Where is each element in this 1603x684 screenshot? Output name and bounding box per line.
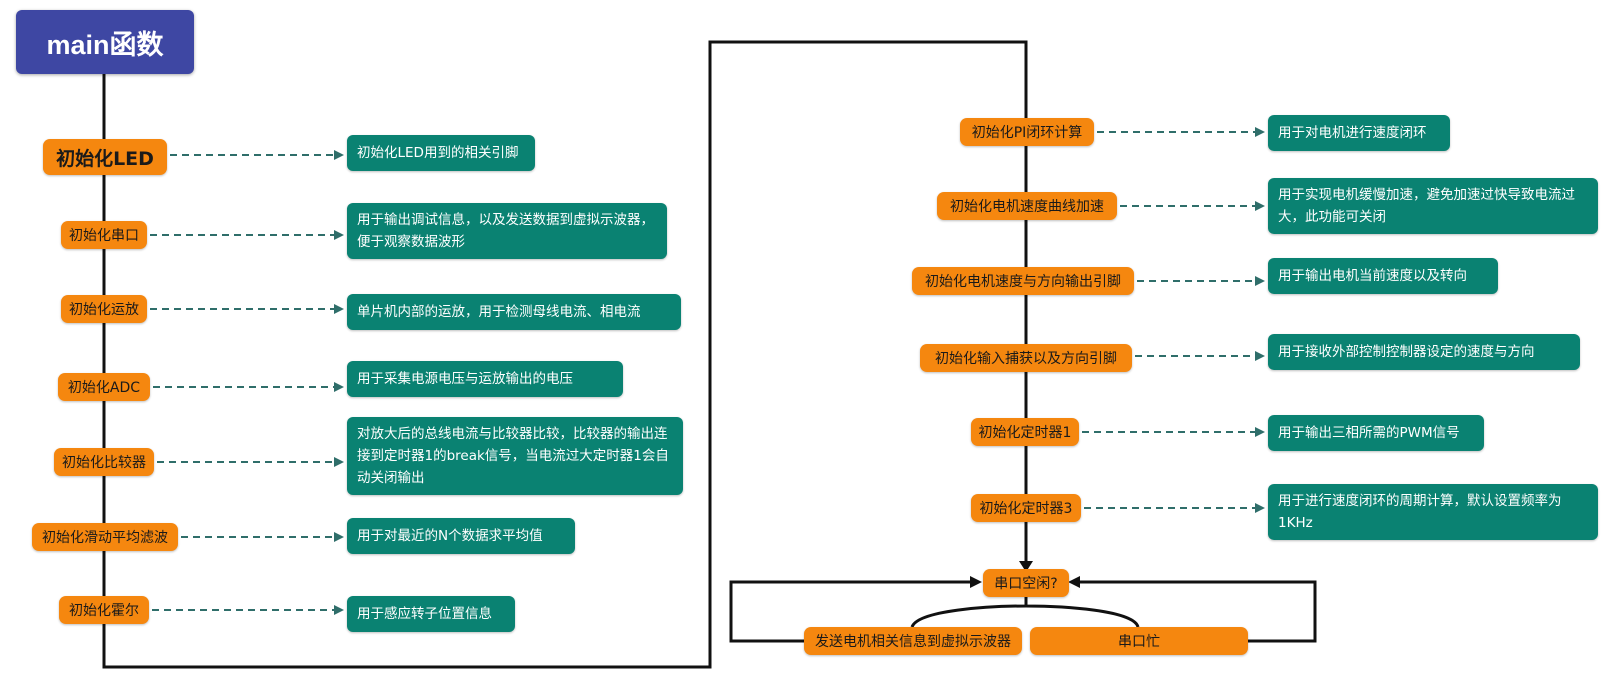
note-init-uart: 用于输出调试信息，以及发送数据到虚拟示波器，便于观察数据波形 <box>347 203 667 259</box>
step-init-input-capture: 初始化输入捕获以及方向引脚 <box>920 344 1132 372</box>
step-init-adc: 初始化ADC <box>58 373 150 401</box>
note-init-comparator: 对放大后的总线电流与比较器比较，比较器的输出连接到定时器1的break信号，当电… <box>347 417 683 495</box>
connector-arrowhead-right-input-capture <box>1255 351 1265 361</box>
connector-arrowhead-left-hall <box>334 605 344 615</box>
note-init-opamp: 单片机内部的运放，用于检测母线电流、相电流 <box>347 294 681 330</box>
connector-arrowhead-right-timer1 <box>1255 427 1265 437</box>
busy-loop-path <box>1077 580 1317 643</box>
step-init-opamp: 初始化运放 <box>61 295 147 323</box>
step-init-hall: 初始化霍尔 <box>59 596 149 624</box>
note-init-timer3: 用于进行速度闭环的周期计算，默认设置频率为1KHz <box>1268 484 1598 540</box>
connector-arrowhead-left-opamp <box>334 304 344 314</box>
note-init-speed-curve: 用于实现电机缓慢加速，避免加速过快导致电流过大，此功能可关闭 <box>1268 178 1598 234</box>
connector-arrowhead-left-filter <box>334 532 344 542</box>
send-loop-path <box>729 580 973 643</box>
connector-arrowhead-right-speed-curve <box>1255 201 1265 211</box>
note-init-led: 初始化LED用到的相关引脚 <box>347 135 535 171</box>
step-init-pi-loop: 初始化PI闭环计算 <box>960 118 1094 146</box>
note-init-hall: 用于感应转子位置信息 <box>347 596 515 632</box>
send-loop-arrow <box>970 576 982 588</box>
step-init-timer1: 初始化定时器1 <box>971 418 1079 446</box>
step-send-to-oscilloscope: 发送电机相关信息到虚拟示波器 <box>804 627 1022 655</box>
decision-split-path <box>910 597 1140 628</box>
connector-arrowhead-right-speed-direction <box>1255 276 1265 286</box>
note-init-timer1: 用于输出三相所需的PWM信号 <box>1268 415 1484 451</box>
busy-loop-arrow <box>1068 576 1080 588</box>
step-init-led: 初始化LED <box>43 139 167 175</box>
step-init-uart: 初始化串口 <box>61 221 147 249</box>
flow-arrow-into-decision <box>1019 561 1033 572</box>
connector-arrowhead-left-led <box>334 150 344 160</box>
note-init-adc: 用于采集电源电压与运放输出的电压 <box>347 361 623 397</box>
note-init-speed-direction-output: 用于输出电机当前速度以及转向 <box>1268 258 1498 294</box>
step-uart-busy: 串口忙 <box>1030 627 1248 655</box>
decision-uart-idle: 串口空闲? <box>983 569 1069 597</box>
note-init-input-capture: 用于接收外部控制控制器设定的速度与方向 <box>1268 334 1580 370</box>
connector-arrowhead-right-timer3 <box>1255 503 1265 513</box>
note-init-pi-loop: 用于对电机进行速度闭环 <box>1268 115 1450 151</box>
connector-arrowhead-right-pi <box>1255 127 1265 137</box>
connector-arrowhead-left-comparator <box>334 457 344 467</box>
note-init-moving-average-filter: 用于对最近的N个数据求平均值 <box>347 518 575 554</box>
step-init-speed-direction-output: 初始化电机速度与方向输出引脚 <box>912 267 1134 295</box>
connector-arrowhead-left-adc <box>334 382 344 392</box>
main-function-title: main函数 <box>16 10 194 74</box>
connector-arrowhead-left-uart <box>334 230 344 240</box>
step-init-comparator: 初始化比较器 <box>54 448 154 476</box>
step-init-timer3: 初始化定时器3 <box>971 494 1081 522</box>
main-flow-path <box>102 40 1028 669</box>
step-init-speed-curve: 初始化电机速度曲线加速 <box>937 192 1117 220</box>
step-init-moving-average-filter: 初始化滑动平均滤波 <box>32 523 178 551</box>
dashed-connectors <box>150 127 1265 615</box>
